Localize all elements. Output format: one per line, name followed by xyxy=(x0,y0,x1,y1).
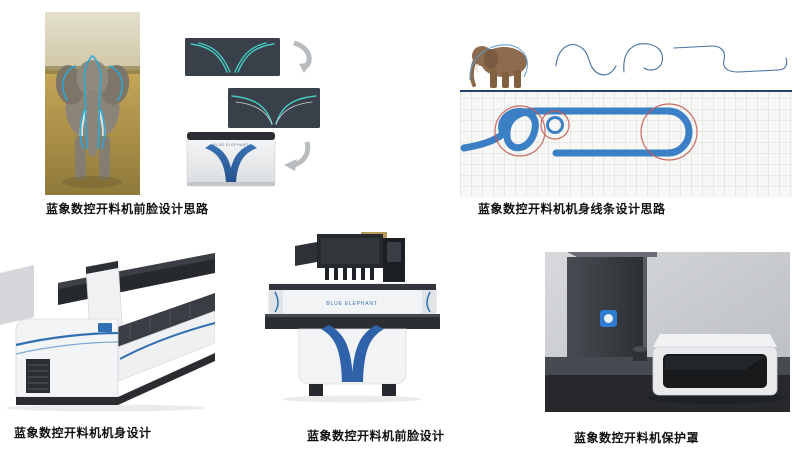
body-line-stroke xyxy=(460,107,693,157)
elephant-front-photo xyxy=(45,12,140,195)
caption-front-face-concept: 蓝象数控开料机前脸设计思路 xyxy=(46,202,209,216)
front-face-concept-section: BLUE ELEPHANT xyxy=(45,12,325,197)
trace-lines xyxy=(62,55,123,149)
caption-body-lines-concept: 蓝象数控开料机机身线条设计思路 xyxy=(478,202,666,216)
annotation-circles xyxy=(494,103,698,161)
elephant-outline-trace xyxy=(469,44,528,81)
machine-body-render xyxy=(0,253,215,412)
machine-body-side xyxy=(0,253,215,412)
brand-label: BLUE ELEPHANT xyxy=(213,143,249,147)
divider-line xyxy=(460,90,792,92)
curved-arrow-down-icon xyxy=(293,40,312,73)
shape-panel-2 xyxy=(228,88,320,128)
caption-body-design: 蓝象数控开料机机身设计 xyxy=(14,426,152,440)
elephant-side-image xyxy=(469,44,528,88)
curved-arrow-left-icon xyxy=(284,141,311,171)
body-lines-concept-section xyxy=(460,43,792,197)
caption-front-face-design: 蓝象数控开料机前脸设计 xyxy=(307,429,445,443)
shape-panel-1 xyxy=(185,38,280,76)
machine-front: BLUE ELEPHANT xyxy=(265,232,440,403)
protective-cover-render xyxy=(545,252,790,412)
machine-front-render: BLUE ELEPHANT xyxy=(265,232,440,403)
sketch-curves xyxy=(555,43,788,76)
blue-v-shape xyxy=(321,325,384,382)
front-panel-render: BLUE ELEPHANT xyxy=(186,132,276,187)
blue-funnel-shape xyxy=(205,144,257,184)
caption-protective-cover: 蓝象数控开料机保护罩 xyxy=(574,431,700,445)
brand-label: BLUE ELEPHANT xyxy=(326,301,377,307)
protective-cover-scene xyxy=(545,252,790,412)
